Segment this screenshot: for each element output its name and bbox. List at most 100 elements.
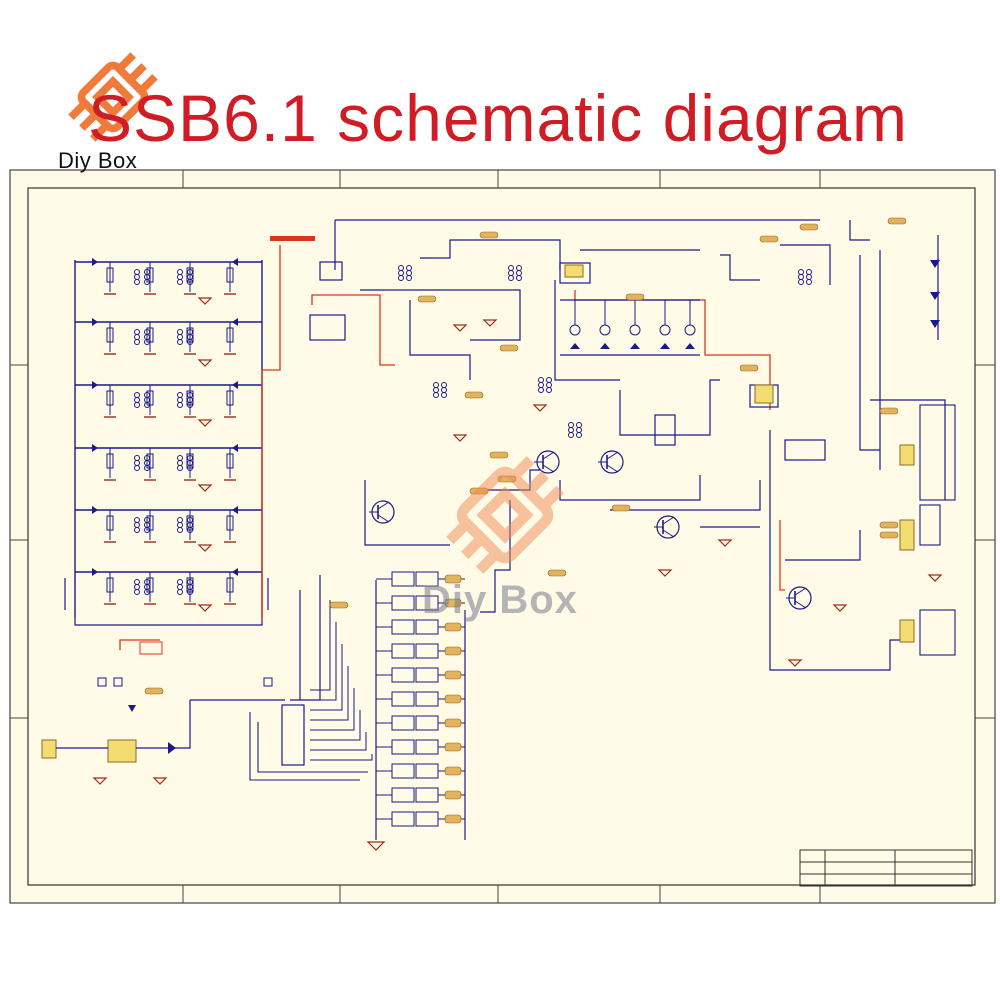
net-label-tag <box>879 407 899 415</box>
diode <box>685 343 695 349</box>
ground-symbol <box>452 324 468 332</box>
bus-wire <box>310 622 337 701</box>
resistor <box>226 577 234 593</box>
circuit-chip-icon <box>68 52 158 142</box>
push-button <box>97 677 107 687</box>
diode <box>570 343 580 349</box>
filter-bank-return <box>74 618 263 626</box>
wire <box>554 280 620 381</box>
ground-symbol <box>197 359 213 367</box>
wire <box>364 480 450 546</box>
wire <box>606 464 619 473</box>
inductor-coil <box>546 387 552 393</box>
inductor-coil <box>134 465 140 471</box>
inductor-coil <box>134 339 140 345</box>
resistor <box>226 453 234 469</box>
net-label-tag <box>444 790 462 800</box>
inductor-coil <box>187 339 193 345</box>
net-label-tag <box>444 622 462 632</box>
net-label-tag <box>444 670 462 680</box>
wire <box>662 516 675 525</box>
ground-symbol <box>832 604 848 612</box>
inductor-coil <box>187 465 193 471</box>
wire <box>769 430 900 671</box>
signal-trace-red <box>119 639 160 650</box>
header-connector <box>899 619 915 643</box>
wire <box>542 464 555 473</box>
inductor-coil <box>177 589 183 595</box>
net-label-tag <box>444 598 462 608</box>
inductor-coil <box>187 527 193 533</box>
power-connector <box>41 739 57 759</box>
wire <box>409 300 471 380</box>
inductor-coil <box>144 279 150 285</box>
header-connector <box>899 519 915 551</box>
wire <box>849 220 870 241</box>
bus-wire <box>310 710 361 741</box>
bus-wire <box>310 732 367 751</box>
resistor <box>106 515 114 531</box>
brand-name: Diy Box <box>58 148 138 173</box>
ground-symbol <box>197 484 213 492</box>
wire <box>794 600 807 609</box>
header-connector <box>139 641 163 655</box>
inductor-coil <box>508 275 514 281</box>
push-button <box>113 677 123 687</box>
inductor-coil <box>144 465 150 471</box>
bus-wire <box>310 600 331 691</box>
inductor-coil <box>187 589 193 595</box>
diode <box>660 343 670 349</box>
diode <box>630 343 640 349</box>
ground-symbol <box>657 569 673 577</box>
diode <box>232 444 238 452</box>
inductor-coil <box>576 432 582 438</box>
title-block <box>799 849 973 887</box>
wire <box>480 500 511 613</box>
voltage-regulator <box>107 739 137 763</box>
ground-symbol <box>197 419 213 427</box>
wire <box>870 399 946 500</box>
bus-wire <box>310 644 343 711</box>
ic-chip <box>319 261 343 281</box>
resistor <box>226 515 234 531</box>
bus-wire <box>310 666 349 721</box>
switch-panel <box>919 404 956 501</box>
inductor-coil <box>177 279 183 285</box>
ground-symbol <box>532 404 548 412</box>
diode <box>92 318 98 326</box>
net-label-tag <box>879 531 899 539</box>
net-label-tag <box>444 742 462 752</box>
net-label-tag <box>464 391 484 399</box>
inductor-coil <box>568 432 574 438</box>
inductor-coil <box>798 279 804 285</box>
microcontroller-ic <box>281 704 305 766</box>
inductor-coil <box>134 402 140 408</box>
wire <box>420 239 561 270</box>
resistor <box>106 267 114 283</box>
signal-trace-red <box>574 290 771 410</box>
net-label-tag <box>499 344 519 352</box>
ground-symbol <box>197 604 213 612</box>
ground-symbol <box>197 297 213 305</box>
wire <box>785 530 861 561</box>
header-connector <box>899 444 915 466</box>
net-label-tag <box>625 293 645 301</box>
header-connector <box>754 384 774 404</box>
net-label-tag <box>799 223 819 231</box>
inductor-coil <box>177 527 183 533</box>
page-title: SSB6.1 schematic diagram <box>88 81 909 155</box>
resistor <box>106 390 114 406</box>
watermark-circuit-chip-icon <box>446 456 564 574</box>
audio-jack <box>919 504 941 546</box>
ground-symbol <box>152 777 168 785</box>
bus-wire <box>310 688 355 731</box>
net-label-tag <box>547 569 567 577</box>
resistor <box>186 577 194 593</box>
net-label-tag <box>444 766 462 776</box>
ground-symbol <box>927 574 943 582</box>
wire <box>720 254 760 281</box>
resistor <box>226 390 234 406</box>
inductor-coil <box>516 275 522 281</box>
ic-chip <box>559 262 591 284</box>
net-label-tag <box>611 504 631 512</box>
